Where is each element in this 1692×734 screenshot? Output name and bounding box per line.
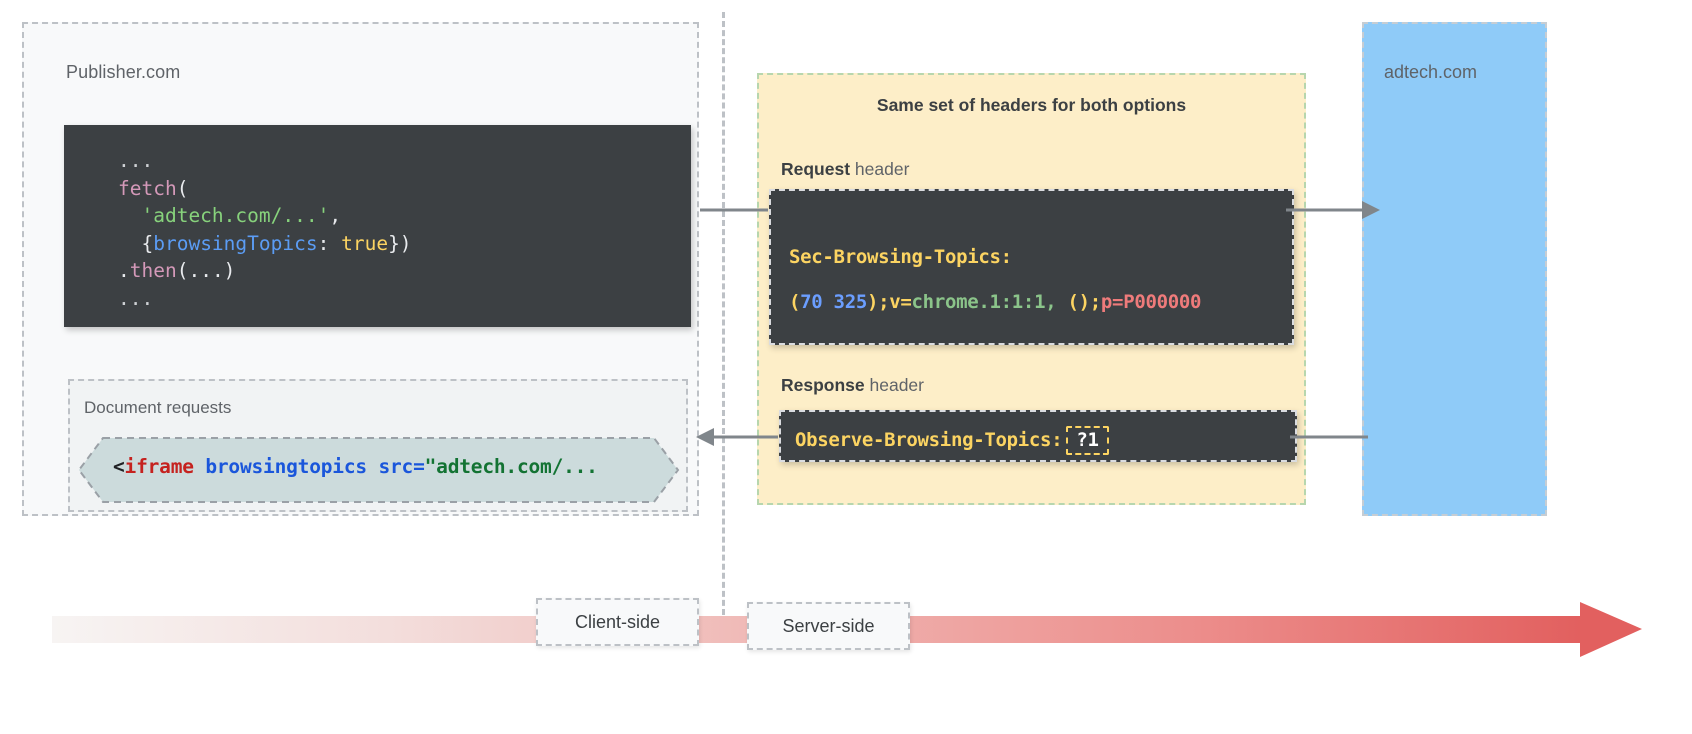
token-paren-open-v: ( <box>789 291 801 313</box>
response-kicker-rest: header <box>864 375 925 395</box>
token-p-value: p=P000000 <box>1100 291 1202 313</box>
token-then-args: (...) <box>176 259 236 282</box>
publisher-panel: Publisher.com ... fetch( 'adtech.com/...… <box>22 22 699 516</box>
fetch-code-block: ... fetch( 'adtech.com/...', {browsingTo… <box>64 125 691 327</box>
code-line-3: 'adtech.com/...', <box>64 202 691 230</box>
sec-browsing-topics-name: Sec-Browsing-Topics: <box>789 246 1012 268</box>
request-kicker-bold: Request <box>781 159 851 179</box>
publisher-label: Publisher.com <box>66 62 181 82</box>
client-server-divider <box>722 12 725 624</box>
response-header-code-block: Observe-Browsing-Topics:?1 <box>779 410 1297 462</box>
code-ellipsis-bottom: ... <box>118 286 154 310</box>
timeline-client-label: Client-side <box>574 611 661 632</box>
token-semi-v: ;v= <box>878 291 912 313</box>
token-paren-open: ( <box>176 176 189 200</box>
headers-panel: Same set of headers for both options Req… <box>757 73 1306 505</box>
code-line-6: ... <box>64 285 691 313</box>
code-line-5: .then(...) <box>64 257 691 285</box>
request-header-kicker: Request header <box>781 159 909 180</box>
adtech-label: adtech.com <box>1384 62 1478 82</box>
timeline: Client-side Server-side <box>52 598 1643 660</box>
token-iframe-tag: iframe <box>124 455 194 478</box>
token-true: true <box>341 231 389 255</box>
iframe-callout: <iframe browsingtopics src="adtech.com/.… <box>77 436 680 504</box>
document-requests-panel: Document requests <iframe browsingtopics… <box>68 379 688 512</box>
token-src-value: "adtech.com/... <box>424 455 598 478</box>
token-empty-parens: () <box>1067 291 1091 313</box>
response-arrow-left <box>696 428 778 446</box>
token-then: then <box>129 259 177 282</box>
request-arrow-left <box>700 208 768 212</box>
request-header-code-block: Sec-Browsing-Topics: (70 325);v=chrome.1… <box>769 189 1294 345</box>
document-requests-label: Document requests <box>84 398 232 417</box>
timeline-server-chip: Server-side <box>747 602 910 650</box>
timeline-client-chip: Client-side <box>536 598 699 646</box>
observe-browsing-topics-value: ?1 <box>1066 426 1109 455</box>
code-line-2: fetch( <box>64 175 691 203</box>
hexagon-shape <box>77 437 680 503</box>
token-colon: : <box>317 231 342 255</box>
token-brace-open: { <box>141 231 154 255</box>
sec-browsing-topics-value: (70 325);v=chrome.1:1:1, ();p=P000000 <box>789 291 1201 313</box>
token-browsingtopics-attr: browsingtopics <box>205 455 367 478</box>
response-arrow-right <box>1290 435 1368 439</box>
sec-browsing-topics-key: Sec-Browsing-Topics: <box>789 246 1012 268</box>
token-src-attr: src= <box>378 455 425 478</box>
adtech-panel: adtech.com <box>1362 22 1547 516</box>
code-line-1: ... <box>64 147 691 175</box>
token-brace-close: }) <box>388 231 412 255</box>
headers-panel-title: Same set of headers for both options <box>876 95 1187 115</box>
token-url-string: 'adtech.com/...' <box>141 204 330 227</box>
token-topic-ids: 70 325 <box>800 291 867 313</box>
token-semicolon: ; <box>1089 291 1101 313</box>
code-line-4: {browsingTopics: true}) <box>64 230 691 258</box>
response-header-kicker: Response header <box>781 375 924 396</box>
observe-browsing-topics-line: Observe-Browsing-Topics:?1 <box>795 426 1109 455</box>
token-version: chrome.1:1:1, <box>911 291 1068 313</box>
token-fetch: fetch <box>118 176 177 200</box>
token-comma: , <box>329 204 342 227</box>
code-ellipsis-top: ... <box>118 149 154 172</box>
request-kicker-rest: header <box>850 159 910 179</box>
token-paren-close-v: ) <box>866 291 879 313</box>
observe-browsing-topics-key: Observe-Browsing-Topics: <box>795 429 1063 451</box>
response-kicker-bold: Response <box>781 375 865 395</box>
request-arrow-right <box>1286 201 1380 219</box>
token-dot: . <box>118 259 130 282</box>
token-angle-open: < <box>113 455 125 478</box>
timeline-server-label: Server-side <box>782 615 875 636</box>
token-browsingtopics: browsingTopics <box>153 231 318 255</box>
iframe-snippet: <iframe browsingtopics src="adtech.com/.… <box>113 455 598 478</box>
